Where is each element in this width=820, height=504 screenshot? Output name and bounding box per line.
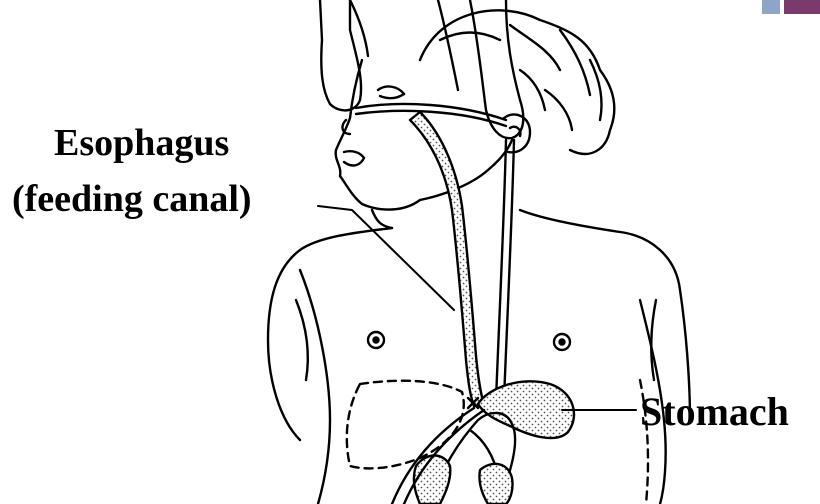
nipple-right <box>554 334 570 350</box>
hand-right-fingers <box>438 0 523 138</box>
esophagus-leader-line <box>318 206 454 310</box>
esophagus-sublabel: (feeding canal) <box>12 180 252 218</box>
stomach-shape <box>478 381 574 438</box>
esophagus-label: Esophagus <box>54 124 229 162</box>
nipple-left <box>368 332 384 348</box>
hair-outline <box>420 10 614 154</box>
esophagus-tube <box>410 112 484 406</box>
torso-outline <box>268 210 690 504</box>
stomach-label: Stomach <box>640 392 789 432</box>
liver-dashed-outline <box>347 381 464 469</box>
hand-left-fingers <box>320 0 368 110</box>
hand-bottom <box>414 413 515 504</box>
